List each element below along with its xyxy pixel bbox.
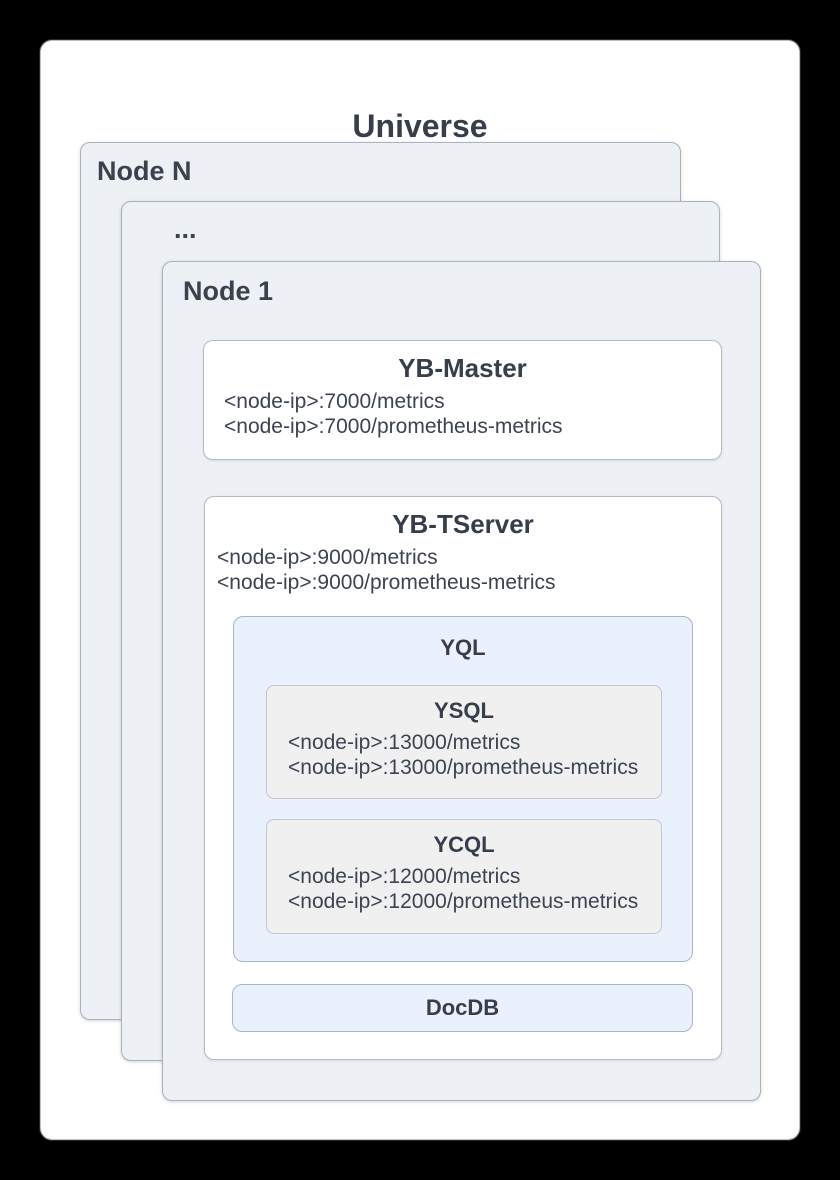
node-1-box: Node 1 YB-Master <node-ip>:7000/metrics … [162,261,761,1101]
yb-tserver-title: YB-TServer [392,509,534,539]
endpoint-line: <node-ip>:13000/prometheus-metrics [288,756,639,779]
yb-tserver-endpoints: <node-ip>:9000/metrics <node-ip>:9000/pr… [205,545,721,595]
yb-master-endpoints: <node-ip>:7000/metrics <node-ip>:7000/pr… [204,389,721,439]
docdb-box: DocDB [232,984,693,1032]
endpoint-line: <node-ip>:9000/prometheus-metrics [217,571,556,594]
ysql-endpoints: <node-ip>:13000/metrics <node-ip>:13000/… [267,730,661,780]
node-ellipsis-label: ... [174,214,197,244]
yql-title: YQL [440,635,486,660]
endpoint-line: <node-ip>:12000/metrics [288,865,521,888]
endpoint-line: <node-ip>:12000/prometheus-metrics [288,890,639,913]
ycql-box: YCQL <node-ip>:12000/metrics <node-ip>:1… [266,819,662,934]
node-1-label: Node 1 [183,276,274,306]
yb-master-box: YB-Master <node-ip>:7000/metrics <node-i… [203,340,722,460]
endpoint-line: <node-ip>:7000/metrics [224,390,445,413]
yb-tserver-box: YB-TServer <node-ip>:9000/metrics <node-… [204,496,722,1060]
endpoint-line: <node-ip>:7000/prometheus-metrics [224,415,563,438]
ysql-title: YSQL [434,698,494,723]
universe-box: Universe Node N ... Node 1 YB-Master <no… [40,40,800,1140]
universe-title: Universe [352,108,488,144]
yb-master-title: YB-Master [398,353,527,383]
endpoint-line: <node-ip>:13000/metrics [288,731,521,754]
node-n-label: Node N [97,156,192,186]
yql-box: YQL YSQL <node-ip>:13000/metrics <node-i… [233,616,693,962]
ysql-box: YSQL <node-ip>:13000/metrics <node-ip>:1… [266,685,662,799]
docdb-title: DocDB [425,995,500,1020]
ycql-title: YCQL [433,832,495,857]
ycql-endpoints: <node-ip>:12000/metrics <node-ip>:12000/… [267,864,661,914]
endpoint-line: <node-ip>:9000/metrics [217,546,438,569]
